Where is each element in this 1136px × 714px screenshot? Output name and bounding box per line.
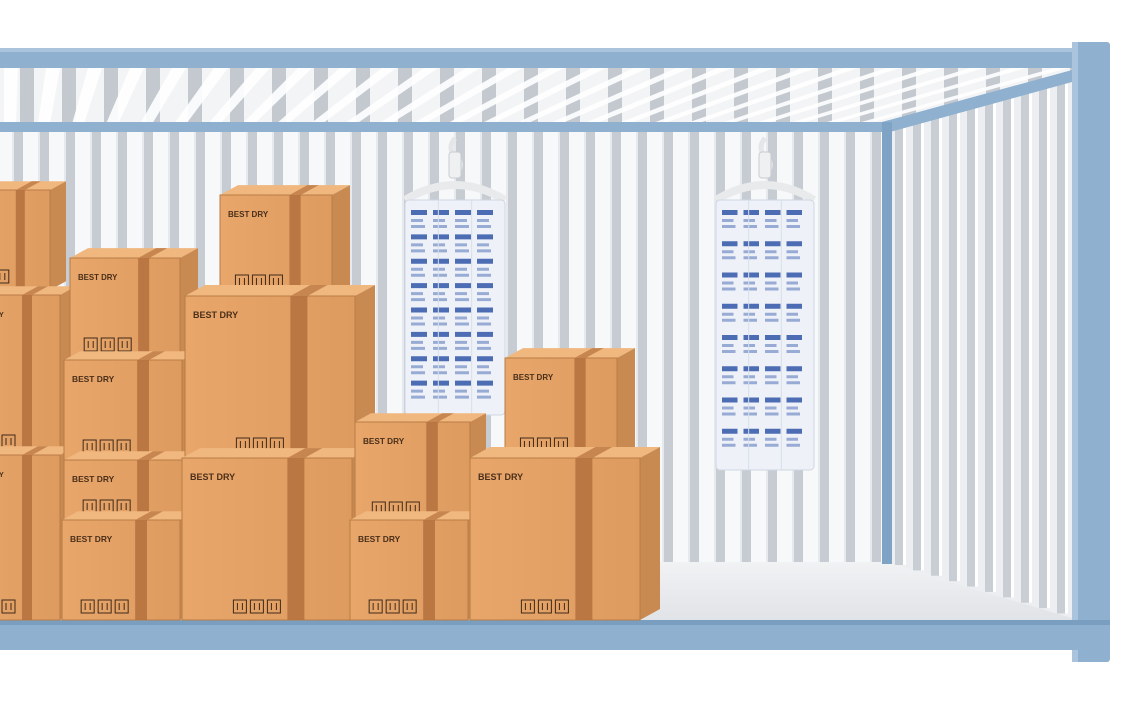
inner-frame	[0, 70, 1072, 564]
box: BEST DRY	[184, 285, 375, 459]
fragile-glass-icon	[1, 599, 16, 614]
side-wall	[885, 80, 1072, 618]
box-brand-label: BEST DRY	[72, 474, 115, 484]
keep-dry-icon	[249, 599, 264, 614]
container-frame	[0, 42, 1110, 662]
box: BEST DRY	[61, 511, 196, 621]
fragile-glass-icon	[402, 599, 417, 614]
box-brand-label: BEST DRY	[190, 472, 235, 482]
box: BEST DRY	[469, 447, 660, 621]
this-way-up-icon	[368, 599, 383, 614]
ceiling	[0, 68, 1085, 125]
box: BEST DRY	[354, 413, 486, 523]
box-brand-label: BEST DRY	[70, 534, 113, 544]
box: BEST DRY	[181, 448, 370, 621]
box: BEST DRY	[69, 248, 198, 359]
keep-dry-icon	[100, 337, 115, 352]
this-way-up-icon	[80, 599, 95, 614]
box: BEST DRY	[349, 511, 484, 621]
box: BEST DRY	[63, 351, 198, 461]
box: BEST DRY	[63, 451, 198, 521]
this-way-up-icon	[232, 599, 247, 614]
fragile-glass-icon	[0, 269, 10, 284]
box: BEST DRY	[219, 185, 350, 296]
box-brand-label: BEST DRY	[72, 374, 115, 384]
box-brand-label: BEST DRY	[0, 471, 4, 479]
box-brand-label: BEST DRY	[478, 472, 523, 482]
box: BEST DRY	[0, 181, 66, 291]
desiccant-bag-right	[713, 136, 817, 471]
desiccant-bag-left	[402, 136, 508, 416]
keep-dry-icon	[385, 599, 400, 614]
box-brand-label: BEST DRY	[363, 437, 405, 446]
fragile-glass-icon	[554, 599, 569, 614]
box-brand-label: BEST DRY	[358, 534, 401, 544]
this-way-up-icon	[520, 599, 535, 614]
box-brand-label: BEST DRY	[0, 311, 4, 319]
box-brand-label: BEST DRY	[513, 373, 554, 382]
box-brand-label: BEST DRY	[193, 310, 238, 320]
fragile-glass-icon	[266, 599, 281, 614]
box-brand-label: BEST DRY	[228, 210, 269, 219]
fragile-glass-icon	[117, 337, 132, 352]
box: BEST DRY	[504, 348, 635, 459]
box-brand-label: BEST DRY	[78, 273, 118, 282]
this-way-up-icon	[83, 337, 98, 352]
fragile-glass-icon	[114, 599, 129, 614]
keep-dry-icon	[97, 599, 112, 614]
keep-dry-icon	[537, 599, 552, 614]
